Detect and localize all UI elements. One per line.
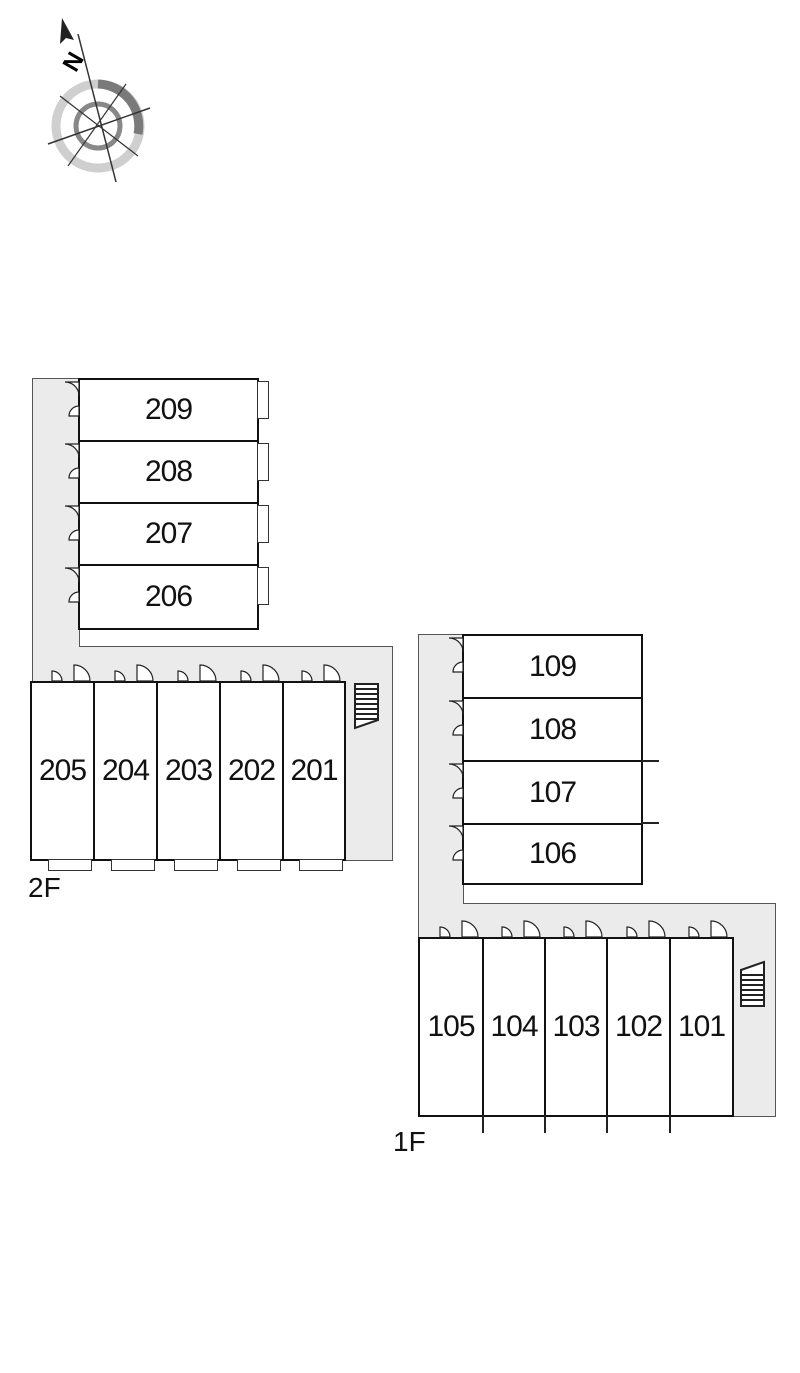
door-swing-icon xyxy=(585,920,603,938)
unit-105[interactable]: 105 xyxy=(418,937,484,1117)
unit-number: 101 xyxy=(677,1010,726,1043)
door-swing-icon xyxy=(68,405,80,417)
door-swing-icon xyxy=(626,926,638,938)
unit-number: 209 xyxy=(144,393,193,426)
unit-number: 202 xyxy=(227,754,276,787)
door-swing-icon xyxy=(461,920,479,938)
unit-202[interactable]: 202 xyxy=(219,681,284,861)
door-swing-icon xyxy=(51,670,63,682)
door-swing-icon xyxy=(448,637,464,653)
door-swing-icon xyxy=(68,591,80,603)
unit-number: 206 xyxy=(144,580,193,613)
unit-number: 203 xyxy=(164,754,213,787)
floor-1-label: 1F xyxy=(393,1126,426,1157)
door-swing-icon xyxy=(323,664,341,682)
balcony xyxy=(257,381,269,419)
staircase-icon xyxy=(354,683,379,730)
door-swing-icon xyxy=(64,505,80,521)
fence-line xyxy=(544,1115,546,1133)
balcony xyxy=(299,859,343,871)
unit-203[interactable]: 203 xyxy=(156,681,221,861)
unit-106[interactable]: 106 xyxy=(462,823,643,885)
unit-number: 108 xyxy=(528,712,577,746)
unit-number: 107 xyxy=(528,775,577,809)
unit-number: 201 xyxy=(290,754,338,787)
door-swing-icon xyxy=(452,724,464,736)
balcony xyxy=(257,505,269,543)
balcony xyxy=(174,859,218,871)
floor-2-label: 2F xyxy=(28,872,61,903)
balcony xyxy=(48,859,92,871)
unit-number: 106 xyxy=(528,837,577,870)
unit-206[interactable]: 206 xyxy=(78,564,259,630)
door-swing-icon xyxy=(710,920,728,938)
door-swing-icon xyxy=(452,661,464,673)
balcony xyxy=(111,859,155,871)
unit-101[interactable]: 101 xyxy=(669,937,734,1117)
unit-number: 207 xyxy=(144,517,193,550)
door-swing-icon xyxy=(199,664,217,682)
balcony xyxy=(257,443,269,481)
unit-201[interactable]: 201 xyxy=(282,681,346,861)
unit-number: 104 xyxy=(490,1010,538,1043)
door-swing-icon xyxy=(448,700,464,716)
unit-number: 208 xyxy=(144,455,193,488)
unit-number: 103 xyxy=(552,1010,600,1043)
door-swing-icon xyxy=(452,849,464,861)
balcony xyxy=(237,859,281,871)
unit-number: 205 xyxy=(38,754,87,787)
unit-number: 105 xyxy=(427,1010,475,1043)
unit-104[interactable]: 104 xyxy=(482,937,546,1117)
staircase-icon xyxy=(740,960,765,1007)
door-swing-icon xyxy=(501,926,513,938)
compass-rose-icon: N xyxy=(47,18,151,183)
balcony xyxy=(257,567,269,605)
unit-number: 109 xyxy=(528,649,577,683)
unit-205[interactable]: 205 xyxy=(30,681,95,861)
unit-number: 102 xyxy=(614,1010,663,1043)
floor-2-corridor-left xyxy=(32,378,80,683)
unit-number: 204 xyxy=(101,754,150,787)
door-swing-icon xyxy=(68,467,80,479)
fence-line xyxy=(482,1115,484,1133)
door-swing-icon xyxy=(177,670,189,682)
unit-107[interactable]: 107 xyxy=(462,760,643,825)
floor-2-corridor-cover xyxy=(33,636,79,656)
fence-line xyxy=(669,1115,671,1133)
door-swing-icon xyxy=(64,567,80,583)
fence-line xyxy=(641,760,659,762)
door-swing-icon xyxy=(648,920,666,938)
door-swing-icon xyxy=(114,670,126,682)
door-swing-icon xyxy=(64,443,80,459)
door-swing-icon xyxy=(439,926,451,938)
door-swing-icon xyxy=(73,664,91,682)
door-swing-icon xyxy=(448,763,464,779)
door-swing-icon xyxy=(64,381,80,397)
fence-line xyxy=(606,1115,608,1133)
door-swing-icon xyxy=(68,529,80,541)
door-swing-icon xyxy=(452,787,464,799)
door-swing-icon xyxy=(262,664,280,682)
door-swing-icon xyxy=(563,926,575,938)
fence-line xyxy=(641,822,659,824)
door-swing-icon xyxy=(301,670,313,682)
door-swing-icon xyxy=(448,825,464,841)
door-swing-icon xyxy=(523,920,541,938)
door-swing-icon xyxy=(688,926,700,938)
floor-1-corridor-cover xyxy=(419,893,463,913)
door-swing-icon xyxy=(136,664,154,682)
unit-102[interactable]: 102 xyxy=(606,937,671,1117)
door-swing-icon xyxy=(240,670,252,682)
